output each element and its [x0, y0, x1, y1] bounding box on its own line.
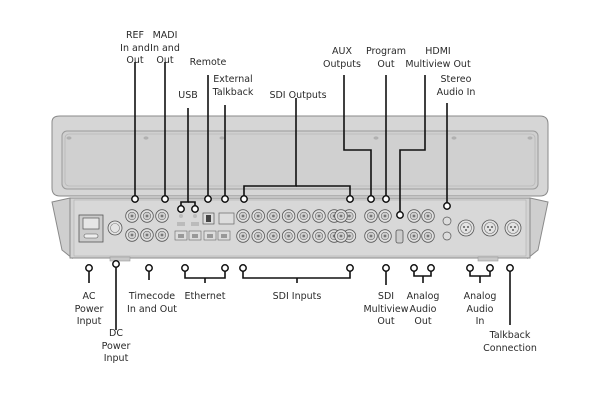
- screw-icon: [143, 136, 149, 140]
- label-sdi-multiview-out: SDI Multiview Out: [363, 291, 409, 327]
- callout-dot: [177, 205, 185, 213]
- dc-power-connector: [107, 220, 123, 236]
- callout-line: [343, 75, 372, 196]
- label-sdi-inputs: SDI Inputs: [272, 291, 322, 302]
- label-analog-audio-out: Analog Audio Out: [406, 291, 440, 327]
- callout-dot: [367, 195, 375, 203]
- usb-ports: [177, 214, 199, 226]
- label-madi: MADI In and Out: [150, 30, 180, 66]
- callout-lines: [85, 62, 514, 330]
- callout-dot: [204, 195, 212, 203]
- label-program-out: Program Out: [365, 46, 407, 70]
- label-aux-outputs: AUX Outputs: [323, 46, 361, 70]
- callout-line: [188, 201, 196, 206]
- label-ref: REF In and Out: [120, 30, 150, 66]
- hdmi-port: [395, 229, 404, 244]
- callout-dot: [443, 202, 451, 210]
- rear-panel: [69, 197, 531, 262]
- callout-line: [296, 185, 351, 196]
- callout-line: [184, 271, 226, 279]
- screw-icon: [373, 136, 379, 140]
- ethernet-ports: [174, 230, 231, 241]
- label-dc-power-input: DC Power Input: [101, 328, 131, 364]
- right-wing: [527, 197, 549, 260]
- label-ethernet: Ethernet: [184, 291, 226, 302]
- label-remote: Remote: [189, 57, 227, 68]
- callout-dot: [161, 195, 169, 203]
- rca-connector: [442, 216, 452, 226]
- callout-dot: [427, 264, 435, 272]
- screw-icon: [451, 136, 457, 140]
- callout-dot: [221, 195, 229, 203]
- label-usb: USB: [178, 90, 198, 101]
- callout-dot: [382, 264, 390, 272]
- foot: [109, 256, 131, 262]
- callout-line: [180, 108, 189, 206]
- ac-power-connector: [78, 214, 104, 243]
- callout-line: [399, 75, 426, 212]
- callout-line: [242, 271, 351, 279]
- callout-dot: [112, 260, 120, 268]
- callout-dot: [466, 264, 474, 272]
- screw-icon: [219, 136, 225, 140]
- left-wing: [51, 197, 73, 260]
- talkback-rj45-port: [218, 212, 235, 225]
- screw-icon: [527, 136, 533, 140]
- screw-icon: [66, 136, 72, 140]
- callout-dot: [181, 264, 189, 272]
- console-top-body: [51, 115, 549, 197]
- callout-dot: [346, 195, 354, 203]
- label-sdi-outputs: SDI Outputs: [269, 90, 327, 101]
- callout-line: [243, 98, 297, 196]
- callout-dot: [240, 195, 248, 203]
- callout-dot: [396, 211, 404, 219]
- label-ac-power-input: AC Power Input: [74, 291, 104, 327]
- callout-dot: [191, 205, 199, 213]
- callout-dot: [506, 264, 514, 272]
- callout-dot: [486, 264, 494, 272]
- foot: [477, 256, 499, 262]
- callout-line: [413, 271, 432, 277]
- label-external-talkback: External Talkback: [212, 74, 254, 98]
- label-talkback-connection: Talkback Connection: [483, 330, 537, 354]
- rca-connector: [442, 231, 452, 241]
- callout-dot: [382, 195, 390, 203]
- callout-dot: [239, 264, 247, 272]
- label-timecode: Timecode In and Out: [127, 291, 177, 315]
- callout-dot: [85, 264, 93, 272]
- label-hdmi-multiview-out: HDMI Multiview Out: [405, 46, 471, 70]
- label-analog-audio-in: Analog Audio In: [463, 291, 497, 327]
- xlr-connectors: [457, 219, 522, 237]
- callout-dot: [221, 264, 229, 272]
- callout-dot: [145, 264, 153, 272]
- callout-dot: [410, 264, 418, 272]
- bnc-connectors: [125, 209, 452, 243]
- callout-dot: [346, 264, 354, 272]
- callout-dot: [131, 195, 139, 203]
- callout-line: [469, 271, 491, 277]
- label-stereo-audio-in: Stereo Audio In: [436, 74, 476, 98]
